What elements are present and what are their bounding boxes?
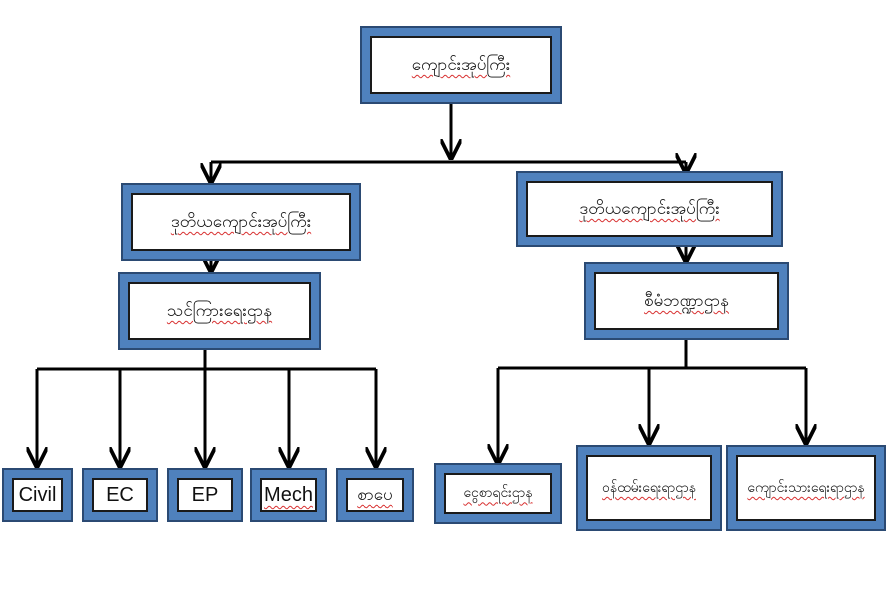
node-finance-dept-label: ငွေစာရင်းဌာန — [463, 485, 533, 502]
node-civil: Civil — [2, 468, 73, 522]
node-right-vice-principal-label: ဒုတိယကျောင်းအုပ်ကြီး — [579, 198, 720, 219]
node-student-affairs-dept: ကျောင်းသားရေးရာဌာန — [726, 445, 886, 531]
node-ep-label: EP — [191, 484, 219, 506]
node-student-affairs-dept-label: ကျောင်းသားရေးရာဌာန — [747, 479, 865, 496]
node-sarpay: စာပေ — [336, 468, 414, 522]
node-right-vice-principal: ဒုတိယကျောင်းအုပ်ကြီး — [516, 171, 783, 247]
node-staff-affairs-dept: ဝန်ထမ်းရေးရာဌာန — [576, 445, 722, 531]
node-principal-label: ကျောင်းအုပ်ကြီး — [411, 54, 511, 75]
node-principal: ကျောင်းအုပ်ကြီး — [360, 26, 562, 104]
node-civil-label: Civil — [18, 484, 57, 506]
node-sarpay-label: စာပေ — [357, 484, 393, 505]
node-teaching-dept: သင်ကြားရေးဌာန — [118, 272, 321, 350]
node-ec-label: EC — [106, 484, 134, 506]
node-staff-affairs-dept-label: ဝန်ထမ်းရေးရာဌာန — [602, 479, 696, 496]
node-mech: Mech — [250, 468, 327, 522]
node-finance-dept: ငွေစာရင်းဌာန — [434, 463, 562, 524]
node-teaching-dept-label: သင်ကြားရေးဌာန — [166, 300, 273, 321]
node-left-vice-principal-label: ဒုတိယကျောင်းအုပ်ကြီး — [170, 211, 312, 232]
node-ep: EP — [167, 468, 243, 522]
node-mech-label: Mech — [264, 484, 313, 506]
node-admin-finance-dept: စီမံဘဏ္ဍာဌာန — [584, 262, 789, 340]
node-left-vice-principal: ဒုတိယကျောင်းအုပ်ကြီး — [121, 183, 361, 261]
node-ec: EC — [82, 468, 158, 522]
node-admin-finance-dept-label: စီမံဘဏ္ဍာဌာန — [644, 290, 729, 311]
